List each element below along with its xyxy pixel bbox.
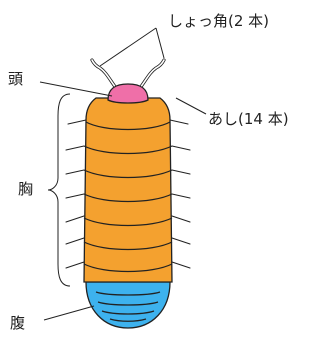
legs-leader [176, 98, 206, 114]
leg-left-3 [66, 170, 84, 174]
thorax-label: 胸 [18, 180, 33, 198]
leg-right-7 [172, 262, 190, 268]
leg-left-1 [68, 120, 86, 124]
abdomen-leader [44, 306, 94, 320]
thorax [84, 98, 172, 282]
leg-right-5 [172, 216, 190, 222]
thorax-body [84, 98, 172, 282]
leg-left-6 [66, 238, 84, 244]
leg-right-2 [172, 146, 190, 150]
leg-left-7 [66, 262, 84, 268]
leg-right-1 [170, 120, 188, 124]
leg-right-3 [172, 170, 190, 174]
leg-right-4 [172, 194, 190, 198]
leg-left-2 [66, 146, 84, 150]
antenna-leader [100, 28, 164, 66]
leg-right-6 [172, 238, 190, 244]
leg-left-4 [66, 194, 84, 198]
antenna-label: しょっ角(2 本) [168, 12, 269, 30]
head-label: 頭 [8, 70, 23, 88]
abdomen [86, 282, 170, 328]
head-leader [40, 82, 112, 96]
legs-label: あし(14 本) [208, 110, 289, 128]
leg-left-5 [66, 216, 84, 222]
head [108, 84, 148, 103]
thorax-bracket [48, 94, 70, 286]
abdomen-label: 腹 [10, 314, 25, 332]
